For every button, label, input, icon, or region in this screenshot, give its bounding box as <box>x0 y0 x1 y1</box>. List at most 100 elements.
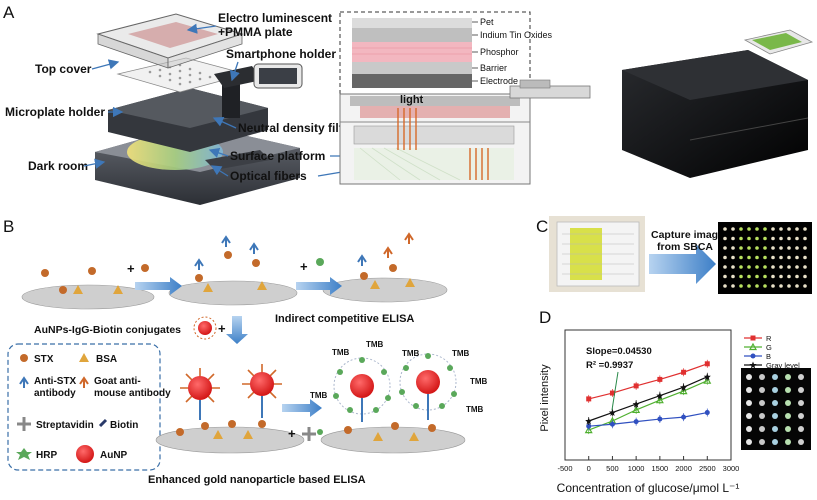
legend-anti-stx-line2: antibody <box>34 388 76 399</box>
well-dot <box>763 265 767 269</box>
well-dot <box>755 274 759 279</box>
data-point-b <box>681 414 687 420</box>
gray-dot <box>746 387 752 393</box>
enhanced-construct-2 <box>399 353 457 420</box>
gray-dot <box>746 439 752 445</box>
gray-dot <box>746 374 752 380</box>
streptavidin-icon <box>17 417 31 431</box>
well-dot <box>747 246 751 250</box>
layer-1: Indium Tin Oxides <box>480 30 553 40</box>
label-electro-plate-line2: +PMMA plate <box>218 25 293 39</box>
x-tick-label: 3000 <box>723 464 740 473</box>
well-dot <box>739 284 743 288</box>
panel-c-letter: C <box>536 217 548 236</box>
data-point-r <box>704 361 710 367</box>
well-dot <box>755 246 759 250</box>
gray-dot <box>785 413 791 419</box>
slope-annotation: Slope=0.04530 <box>586 346 652 357</box>
well-dot <box>787 255 791 260</box>
data-point-r <box>586 396 592 402</box>
well-dot <box>803 274 807 279</box>
hrp-small-icon <box>316 258 324 266</box>
plus-3: + <box>218 321 226 336</box>
legend-hrp: HRP <box>36 450 57 461</box>
legend-label-gray-level: Gray level <box>766 361 800 370</box>
gray-dot <box>785 439 791 445</box>
well-dot <box>723 236 727 241</box>
data-point-r <box>681 369 687 375</box>
indirect-elisa-label: Indirect competitive ELISA <box>275 313 414 325</box>
gray-dot <box>759 426 765 432</box>
data-point-gray-level <box>703 373 711 381</box>
well-dot <box>787 284 791 288</box>
data-point-g <box>632 405 641 414</box>
panel-a-letter: A <box>3 3 15 22</box>
well-dot <box>731 246 735 250</box>
legend-bsa: BSA <box>96 354 117 365</box>
well-dot <box>755 284 759 288</box>
well-dot <box>739 265 743 269</box>
data-point-g <box>748 342 758 351</box>
well-dot <box>731 284 735 288</box>
biotin-icon <box>98 418 108 428</box>
well-dot <box>779 284 783 288</box>
gray-dot <box>772 400 778 406</box>
panel-b-legend: STX BSA Anti-STX antibody Goat anti- mou… <box>7 343 171 471</box>
data-point-g <box>655 395 664 404</box>
legend-streptavidin: Streptavidin <box>36 420 94 431</box>
layer-3: Barrier <box>480 63 507 73</box>
data-point-b <box>633 419 639 425</box>
device-exploded-view <box>95 13 303 205</box>
data-point-r <box>750 335 756 341</box>
panel-c: C Capture image from SBCA <box>536 216 812 294</box>
well-dot <box>763 284 767 288</box>
legend-goat-line1: Goat anti- <box>94 376 141 387</box>
tmb-label-6: TMB <box>470 377 488 386</box>
tmb-label-3: TMB <box>402 349 420 358</box>
well-dot <box>747 284 751 288</box>
data-point-g <box>584 425 593 434</box>
enhanced-elisa-label: Enhanced gold nanoparticle based ELISA <box>148 474 366 486</box>
well-dot <box>779 236 783 241</box>
well-dot <box>771 227 775 231</box>
well-dot <box>739 255 743 260</box>
data-point-gray-level <box>608 409 616 417</box>
gray-dot <box>785 387 791 393</box>
well-dot <box>771 255 775 260</box>
capture-text-line2: from SBCA <box>657 241 713 253</box>
gray-dot <box>746 400 752 406</box>
label-light: light <box>400 94 424 106</box>
well-dot <box>779 274 783 279</box>
panel-a-labels: Electro luminescent +PMMA plate Smartpho… <box>5 11 392 183</box>
data-point-gray-level <box>585 417 593 425</box>
gray-dot <box>798 387 804 393</box>
panel-d-letter: D <box>539 308 551 327</box>
conjugates-label: AuNPs-IgG-Biotin conjugates <box>34 324 181 336</box>
well-dot <box>795 227 799 231</box>
plus-2: + <box>300 259 308 274</box>
capture-text-line1: Capture image <box>651 229 724 241</box>
x-tick-label: -500 <box>557 464 572 473</box>
data-point-g <box>679 386 688 395</box>
well-dot <box>731 265 735 269</box>
well-dot <box>755 227 759 231</box>
well-dot <box>787 246 791 250</box>
r2-annotation: R² =0.9937 <box>586 360 633 371</box>
gray-dot <box>798 426 804 432</box>
label-optical-fibers: Optical fibers <box>230 169 307 183</box>
well-dot <box>787 236 791 241</box>
x-tick-label: 500 <box>606 464 619 473</box>
well-dot <box>771 284 775 288</box>
label-surface-platform: Surface platform <box>230 149 325 163</box>
series-line-b <box>588 411 708 427</box>
well-dot <box>763 246 767 250</box>
y-axis-label: Pixel intensity <box>539 364 551 432</box>
gray-grid-image <box>741 368 811 450</box>
well-dot <box>723 246 727 250</box>
gray-dot <box>785 400 791 406</box>
well-dot <box>739 274 743 279</box>
data-point-g <box>703 376 712 384</box>
well-dot <box>755 255 759 260</box>
